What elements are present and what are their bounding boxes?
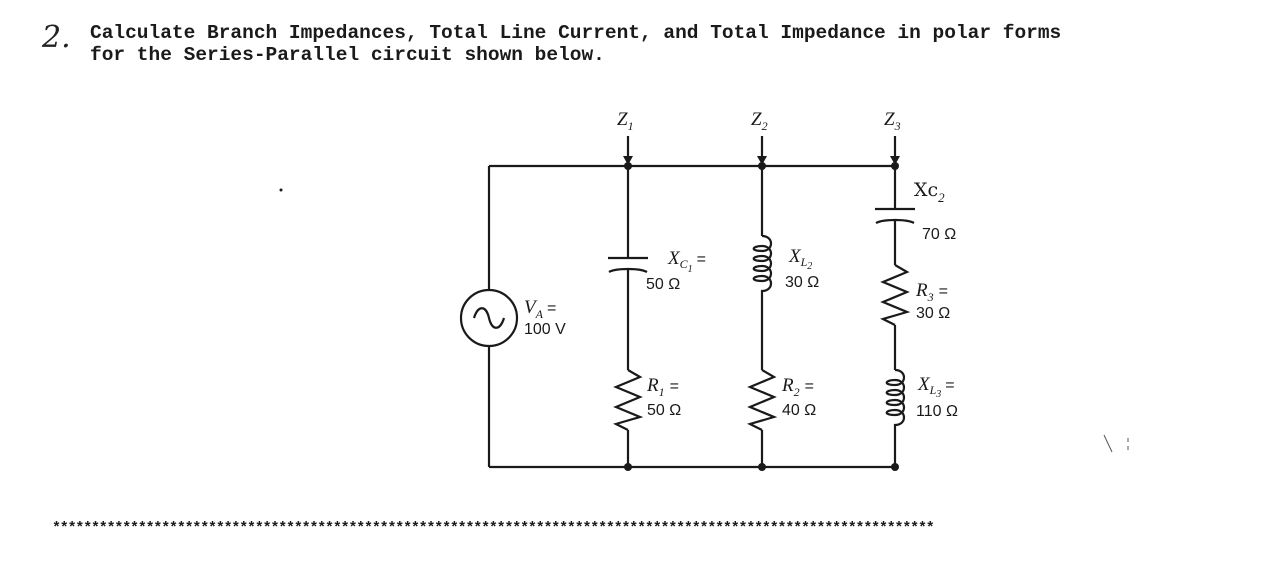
question-line-1: Calculate Branch Impedances, Total Line … — [90, 22, 1062, 44]
xc1-label: XC1= — [667, 248, 706, 275]
node-top-2 — [758, 162, 766, 170]
z2-arrowhead — [757, 156, 767, 165]
z1-label: Z1 — [617, 109, 634, 133]
bottom-separator: ****************************************… — [52, 520, 935, 537]
source-label: VA= — [524, 297, 556, 321]
node-top-1 — [624, 162, 632, 170]
node-bottom-1 — [624, 463, 632, 471]
z3-label: Z3 — [884, 109, 901, 133]
ac-source-wave — [472, 307, 506, 329]
capacitor-c3-symbol — [875, 207, 915, 225]
r2-value: 40 Ω — [782, 402, 816, 419]
node-top-3 — [891, 162, 899, 170]
question-number: 2. — [42, 20, 71, 55]
r3-value: 30 Ω — [916, 305, 950, 322]
r3-label: R3= — [915, 280, 948, 304]
inductor-l2-symbol — [752, 234, 773, 296]
xl3-label: XL3= — [917, 374, 955, 400]
question-text: Calculate Branch Impedances, Total Line … — [90, 22, 1061, 66]
r2-label: R2= — [781, 375, 814, 399]
node-bottom-3 — [891, 463, 899, 471]
z2-label: Z2 — [751, 109, 768, 133]
node-bottom-2 — [758, 463, 766, 471]
question-line-2: for the Series-Parallel circuit shown be… — [90, 44, 605, 66]
xl2-value: 30 Ω — [785, 274, 819, 291]
r1-value: 50 Ω — [647, 402, 681, 419]
r1-label: R1= — [646, 375, 679, 399]
xc2-label: Xc2 — [914, 179, 945, 205]
top-separator: ****************************************… — [560, 0, 1284, 4]
xl3-value: 110 Ω — [916, 403, 958, 420]
xl2-label: XL2 — [788, 246, 812, 272]
pencil-mark — [1103, 434, 1129, 453]
z3-arrowhead — [890, 156, 900, 165]
capacitor-c1-symbol — [608, 256, 648, 274]
inductor-l3-symbol — [885, 368, 906, 430]
stray-mark — [279, 188, 283, 192]
z1-arrowhead — [623, 156, 633, 165]
resistor-r3-symbol — [879, 264, 911, 326]
xc1-value: 50 Ω — [646, 276, 680, 293]
ac-source-symbol — [459, 288, 519, 348]
source-value: 100 V — [524, 321, 566, 338]
resistor-r2-symbol — [746, 369, 778, 431]
resistor-r1-symbol — [612, 369, 644, 431]
xc2-value: 70 Ω — [922, 226, 956, 243]
